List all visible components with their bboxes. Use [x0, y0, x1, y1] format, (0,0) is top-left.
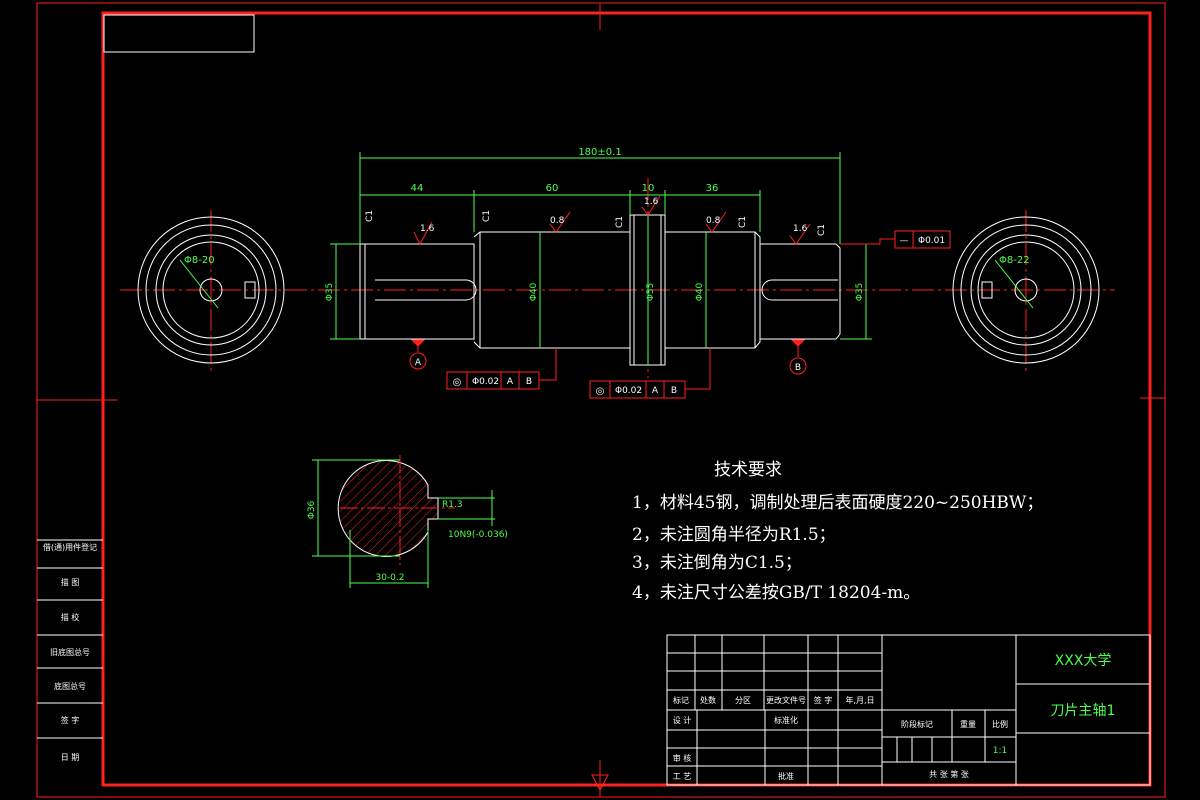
header-sign: 签 字: [814, 695, 833, 705]
section-height: Φ36: [307, 500, 317, 519]
tech-req-title: 技术要求: [714, 460, 782, 480]
tol-runout-2-value: Φ0.02: [615, 386, 642, 396]
left-col-2: 描 校: [61, 612, 80, 622]
section-view: [337, 455, 455, 565]
dim-seg3: 10: [642, 183, 655, 194]
header-date: 年,月,日: [845, 695, 874, 705]
section-key-width: 10N9(-0.036): [448, 530, 508, 540]
datum-markers: [409, 339, 807, 375]
code-box: [103, 14, 255, 53]
left-col-5: 签 字: [61, 715, 80, 725]
tech-req-4: 4，未注尺寸公差按GB/T 18204-m。: [632, 583, 920, 603]
label-scale: 比例: [992, 719, 1008, 729]
datum-a: A: [415, 358, 422, 368]
header-change-doc: 更改文件号: [766, 695, 806, 705]
roughness-5: 1.6: [793, 224, 808, 234]
tol-runout-2-ref2: B: [671, 386, 677, 396]
dim-d-left-end: Φ35: [325, 283, 335, 302]
title-block: [666, 634, 1151, 786]
dim-d-mid-left: Φ40: [529, 282, 539, 301]
tol-runout-1-value: Φ0.02: [472, 377, 499, 387]
header-count: 处数: [700, 695, 716, 705]
dim-seg2: 60: [546, 183, 559, 194]
chamfer-4: C1: [738, 216, 748, 228]
section-radius: R1.3: [442, 500, 463, 510]
right-end-view: [952, 216, 1100, 364]
left-column-table: 借(通)用件登记 描 图 描 校 旧底图总号 底图总号 签 字 日 期: [37, 539, 103, 762]
dim-seg1: 44: [411, 183, 424, 194]
dim-seg4: 36: [706, 183, 719, 194]
dim-d-collar: Φ55: [646, 283, 656, 302]
key-label-right: Φ8-22: [999, 255, 1030, 266]
outer-frame: [36, 2, 1166, 798]
inner-frame: [101, 11, 1152, 787]
section-dimensions: [312, 459, 495, 588]
key-leader-left: [179, 259, 219, 309]
label-approve: 批准: [778, 771, 794, 781]
chamfer-5: C1: [817, 224, 827, 236]
left-col-3: 旧底图总号: [50, 647, 90, 657]
dim-d-mid-right: Φ40: [695, 282, 705, 301]
left-col-1: 描 图: [61, 577, 80, 587]
label-process: 工 艺: [673, 772, 692, 781]
left-col-0: 借(通)用件登记: [43, 542, 97, 552]
label-stage-mark: 阶段标记: [901, 719, 933, 729]
chamfer-1: C1: [365, 210, 375, 222]
label-weight: 重量: [960, 719, 976, 729]
roughness-4: 0.8: [706, 216, 721, 226]
left-col-6: 日 期: [61, 753, 80, 762]
tech-req-3: 3，未注倒角为C1.5；: [632, 553, 802, 573]
label-standardize: 标准化: [774, 715, 798, 725]
scale-value: 1:1: [993, 746, 1007, 756]
dim-total: 180±0.1: [578, 147, 621, 158]
tech-req-2: 2，未注圆角半径为R1.5；: [632, 525, 836, 545]
roughness-marks: [413, 195, 811, 246]
left-end-view: [137, 216, 285, 364]
tol-runout-2-symbol: ◎: [596, 386, 605, 397]
header-zone: 分区: [735, 696, 751, 705]
roughness-3: 1.6: [644, 197, 659, 207]
section-width: 30-0.2: [375, 573, 404, 583]
label-design: 设 计: [673, 715, 692, 725]
tol-runout-2-ref1: A: [652, 386, 659, 396]
tol-runout-1-symbol: ◎: [453, 377, 462, 388]
shaft-profile: [359, 214, 841, 366]
tech-req-1: 1，材料45钢，调制处理后表面硬度220~250HBW；: [632, 493, 1043, 513]
left-col-4: 底图总号: [54, 681, 86, 691]
tolerance-frames: [446, 230, 951, 399]
header-mark: 标记: [673, 695, 689, 705]
chamfer-2: C1: [482, 210, 492, 222]
key-label-left: Φ8-20: [184, 255, 215, 266]
part-name: 刀片主轴1: [1051, 703, 1116, 719]
datum-b: B: [795, 363, 801, 373]
key-leader-right: [994, 259, 1034, 309]
tol-straight-symbol: —: [900, 236, 909, 246]
tol-runout-1-ref2: B: [526, 377, 532, 387]
tol-straight-value: Φ0.01: [918, 236, 945, 246]
label-review: 审 核: [673, 753, 692, 763]
chamfer-3: C1: [615, 216, 625, 228]
roughness-1: 1.6: [420, 224, 435, 234]
school-name: XXX大学: [1055, 653, 1112, 669]
tol-runout-1-ref1: A: [507, 377, 514, 387]
sheet-count: 共 张 第 张: [929, 769, 969, 779]
dim-d-right-end: Φ35: [855, 283, 865, 302]
roughness-2: 0.8: [550, 216, 565, 226]
